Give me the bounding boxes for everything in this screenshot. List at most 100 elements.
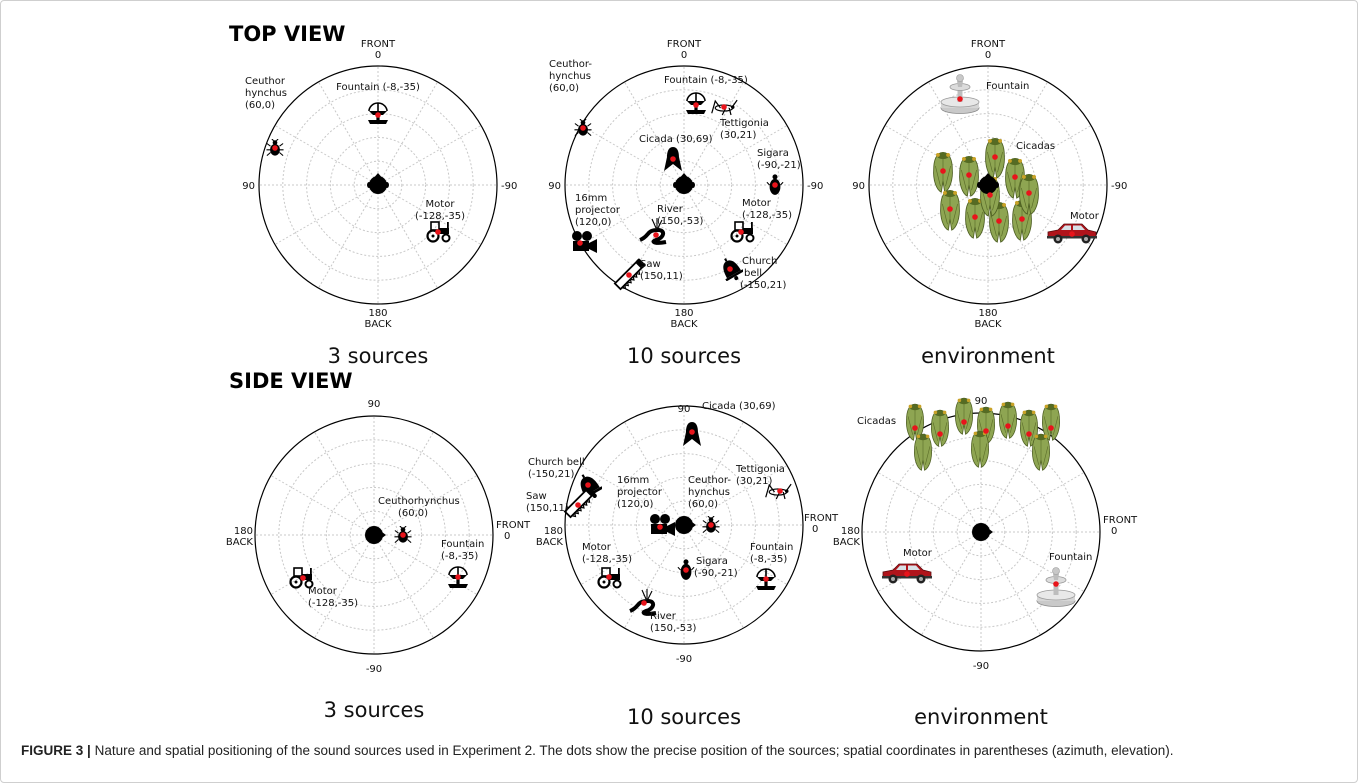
source-label: (150,-53) (657, 216, 704, 227)
source-label: projector (575, 205, 621, 216)
grid-spoke (877, 472, 982, 533)
grid-spoke (314, 431, 375, 536)
direction-label-top: 90 (368, 399, 381, 410)
source-label: (-128,-35) (582, 554, 632, 565)
direction-label-left-value: 180 (544, 526, 563, 537)
caption-label: FIGURE 3 (21, 743, 84, 758)
grid-ring (282, 89, 474, 281)
listener-head-icon (367, 173, 389, 194)
direction-label-left: BACK (536, 537, 564, 548)
grid-spoke (270, 475, 375, 536)
source-label: 16mm (617, 475, 649, 486)
grid-ring (885, 436, 1077, 628)
source-label: Motor (742, 198, 772, 209)
source-position-dot (996, 218, 1002, 224)
cicada-photo-icon (906, 397, 1060, 471)
source-position-dot (940, 168, 946, 174)
source-label: Sigara (696, 556, 728, 567)
source-position-dot (721, 104, 727, 110)
direction-label-right: FRONT (1103, 515, 1138, 526)
source-label: hynchus (245, 88, 287, 99)
source-label: 16mm (575, 193, 607, 204)
source-position-dot (961, 419, 967, 425)
source-position-dot (693, 102, 699, 108)
panel-title: environment (914, 705, 1048, 729)
source-label: Ceuthor- (549, 59, 592, 70)
grid-ring (612, 113, 756, 257)
polar-outline (868, 65, 1108, 305)
source-label: (-128,-35) (308, 598, 358, 609)
panel-title: environment (921, 344, 1055, 368)
source-position-dot (972, 214, 978, 220)
direction-label-right-value: 0 (1111, 526, 1117, 537)
polar-outline (564, 405, 804, 645)
grid-spoke (377, 125, 482, 186)
direction-label-right-value: 0 (812, 524, 818, 535)
source-position-dot (375, 112, 381, 118)
direction-label-bottom: -90 (676, 654, 692, 665)
source-position-dot (937, 431, 943, 437)
listener-head-icon (365, 526, 386, 544)
grid-ring (612, 453, 756, 597)
grid-spoke (373, 431, 434, 536)
source-position-dot (689, 429, 695, 435)
direction-label-bottom: BACK (364, 319, 392, 330)
direction-label-right: -90 (1111, 181, 1127, 192)
source-label: Tettigonia (735, 464, 785, 475)
source-label: Cicada (30,69) (702, 401, 776, 412)
source-label: (150,-53) (650, 623, 697, 634)
direction-label-left: 90 (242, 181, 255, 192)
source-label: (150,11) (526, 503, 569, 514)
source-label: (-150,21) (740, 280, 787, 291)
grid-spoke (373, 534, 434, 639)
source-label: Motor (426, 199, 456, 210)
saw-icon (563, 485, 597, 521)
source-label: (120,0) (617, 499, 654, 510)
source-position-dot (657, 524, 663, 530)
polar-outline (564, 65, 804, 305)
source-label: Saw (526, 491, 547, 502)
source-label: River (657, 204, 684, 215)
source-position-dot (580, 125, 586, 131)
direction-label-right: FRONT (496, 520, 531, 531)
grid-ring (306, 113, 450, 257)
source-label: (60,0) (549, 83, 579, 94)
source-label: Sigara (757, 148, 789, 159)
polar-outline (254, 415, 494, 655)
source-label: (60,0) (398, 508, 428, 519)
source-label: Fountain (750, 542, 793, 553)
source-label: Ceuthorhynchus (378, 496, 460, 507)
projector-icon (572, 231, 597, 253)
source-position-dot (987, 192, 993, 198)
grid-ring (302, 463, 446, 607)
figure-caption: FIGURE 3 | Nature and spatial positionin… (21, 741, 1339, 760)
panel-top-env: FRONT 0 180 BACK 90 -90 Fountain Cicadas (852, 39, 1127, 368)
listener-head-icon (675, 516, 696, 534)
grid-ring (659, 160, 709, 210)
source-label: Church (742, 256, 777, 267)
direction-label-left: 90 (548, 181, 561, 192)
panel-side-3: 90 -90 180 BACK FRONT 0 Ceuthorhynchus (… (226, 399, 531, 722)
direction-label-left: BACK (833, 537, 861, 548)
source-position-dot (957, 96, 963, 102)
grid-ring (635, 476, 733, 574)
listener-head-icon (972, 523, 993, 541)
grid-ring (916, 113, 1060, 257)
caption-text: Nature and spatial positioning of the so… (94, 743, 1174, 758)
source-position-dot (727, 266, 733, 272)
direction-label-right-value: 0 (504, 531, 510, 542)
source-position-dot (1019, 216, 1025, 222)
source-position-dot (1069, 231, 1075, 237)
source-position-dot (683, 567, 689, 573)
grid-spoke (274, 125, 379, 186)
source-label: bell (744, 268, 762, 279)
direction-label-left-value: 180 (234, 526, 253, 537)
source-label: Ceuthor- (688, 475, 731, 486)
source-label: (-8,-35) (441, 551, 478, 562)
grid-ring (278, 439, 470, 631)
source-position-dot (670, 156, 676, 162)
direction-label-top: 90 (975, 396, 988, 407)
grid-ring (353, 160, 403, 210)
source-label: Ceuthor (245, 76, 286, 87)
top-view-heading: TOP VIEW (229, 22, 345, 46)
